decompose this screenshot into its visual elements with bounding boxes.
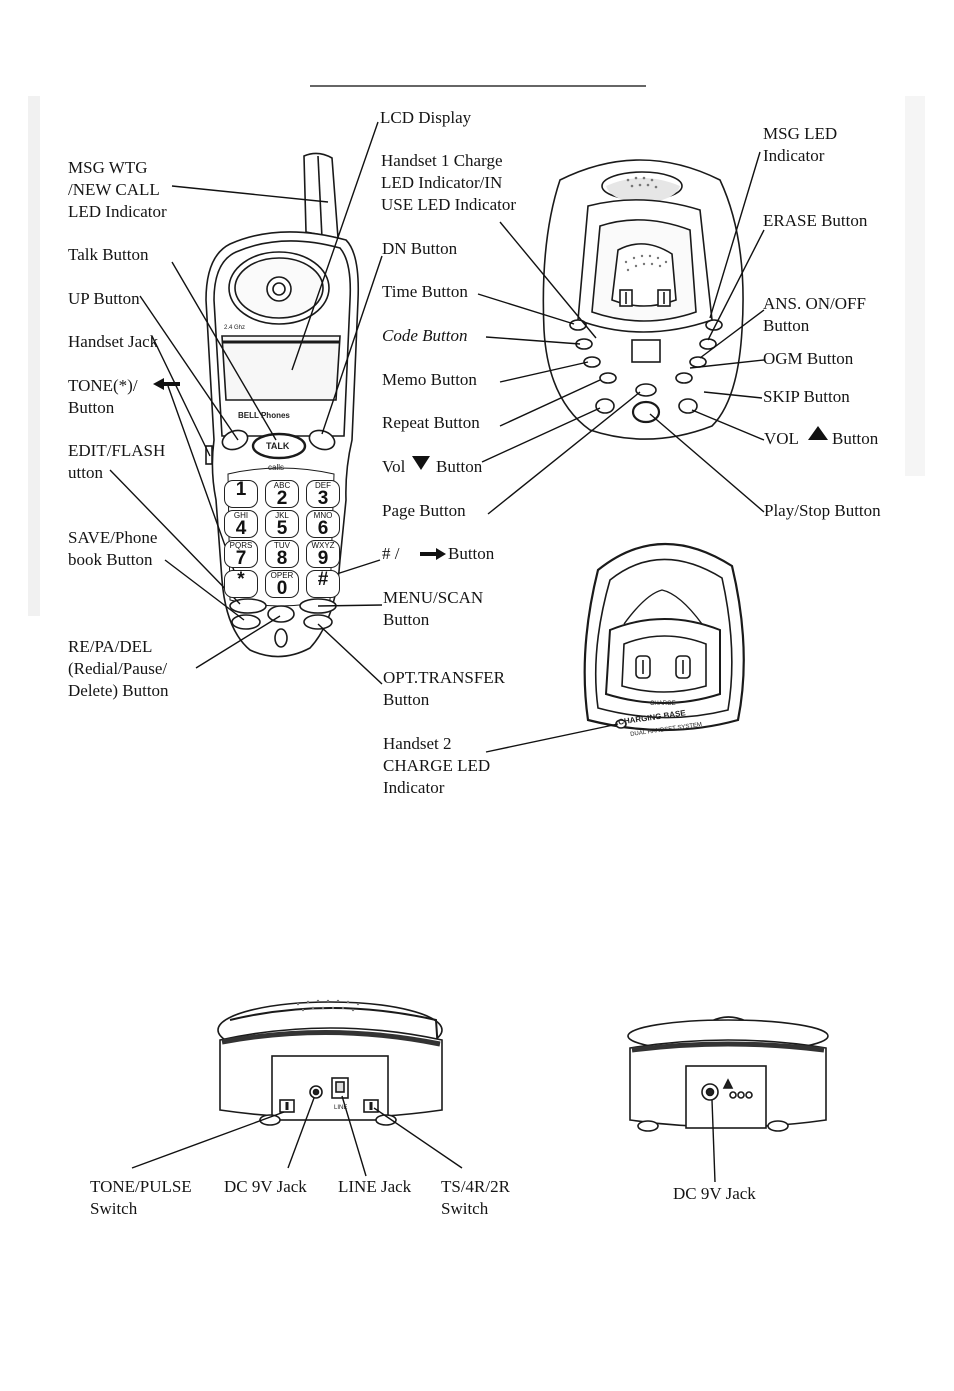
- charging-base-back: [627, 1016, 829, 1132]
- label-vol-down: Vol: [382, 457, 406, 476]
- right-arrow-icon: [420, 548, 446, 560]
- main-base: [542, 159, 744, 440]
- keypad-key-letters: DEF: [315, 481, 331, 490]
- keypad-key-number: 9: [317, 548, 329, 569]
- label-ts-switch: TS/4R/2R Switch: [441, 1177, 510, 1218]
- label-re-pa-del: RE/PA/DEL (Redial/Pause/ Delete) Button: [68, 637, 169, 700]
- charging-base: [583, 542, 745, 732]
- line-text: LINE: [334, 1105, 348, 1111]
- label-handset1-charge: Handset 1 Charge LED Indicator/IN USE LE…: [381, 151, 517, 214]
- keypad-key-number: 7: [235, 548, 247, 569]
- keypad-key-letters: OPER: [270, 571, 294, 580]
- label-up-button: UP Button: [68, 289, 140, 308]
- keypad-key-number: 2: [276, 488, 288, 509]
- keypad-key-letters: PQRS: [229, 541, 253, 550]
- keypad-key-number: 3: [317, 488, 329, 509]
- main-base-back: [217, 999, 443, 1126]
- keypad-key-number: 6: [317, 518, 329, 539]
- label-repeat-button: Repeat Button: [382, 413, 480, 432]
- label-time-button: Time Button: [382, 282, 468, 301]
- label-hash-button-b: Button: [448, 544, 495, 563]
- label-ans-onoff: ANS. ON/OFF Button: [763, 294, 866, 335]
- keypad-key-letters: JKL: [275, 511, 289, 520]
- brand-text: BELL Phones: [238, 411, 290, 420]
- keypad-key-number: 5: [276, 518, 288, 539]
- keypad-key: 1: [224, 480, 258, 508]
- label-vol-up: VOL: [764, 429, 799, 448]
- label-erase-button: ERASE Button: [763, 211, 868, 230]
- calls-text: calls: [268, 463, 285, 472]
- triangle-down-icon: [412, 456, 430, 470]
- keypad-key-number: 8: [276, 548, 288, 569]
- label-tone-button: TONE(*)/: [68, 376, 138, 395]
- triangle-up-icon: [808, 426, 828, 440]
- label-msg-led: MSG LED Indicator: [763, 124, 838, 165]
- freq-text: 2.4 Ghz: [224, 325, 246, 331]
- label-dn-button: DN Button: [382, 239, 458, 258]
- keypad-key-number: 1: [235, 479, 247, 500]
- label-save-phonebook: SAVE/Phone book Button: [68, 528, 158, 569]
- label-vol-down-b: Button: [436, 457, 483, 476]
- label-play-stop: Play/Stop Button: [764, 501, 881, 520]
- charge-text: CHARGE: [650, 701, 676, 707]
- label-msg-wtg: MSG WTG /NEW CALL LED Indicator: [68, 158, 167, 221]
- keypad-key-letters: GHI: [233, 511, 249, 520]
- label-code-button: Code Button: [382, 326, 468, 345]
- label-dc9v-jack: DC 9V Jack: [224, 1177, 307, 1196]
- arrow-icons: [153, 378, 828, 560]
- label-memo-button: Memo Button: [382, 370, 477, 389]
- label-vol-up-b: Button: [832, 429, 879, 448]
- keypad-key: *: [224, 570, 258, 598]
- label-skip-button: SKIP Button: [763, 387, 850, 406]
- label-handset-jack: Handset Jack: [68, 332, 159, 351]
- keypad-key-letters: ABC: [273, 481, 291, 490]
- label-tone-button-b: Button: [68, 398, 115, 417]
- label-talk-button: Talk Button: [68, 245, 149, 264]
- keypad-key-number: #: [317, 569, 329, 590]
- label-opt-transfer: OPT.TRANSFER Button: [383, 668, 506, 709]
- label-edit-flash: EDIT/FLASH utton: [68, 441, 166, 482]
- talk-key-text: TALK: [266, 441, 290, 451]
- label-dc9v-jack-2: DC 9V Jack: [673, 1184, 756, 1203]
- keypad-key-number: *: [237, 569, 245, 590]
- keypad-key: #: [306, 570, 340, 598]
- label-line-jack: LINE Jack: [338, 1177, 412, 1196]
- label-menu-scan: MENU/SCAN Button: [383, 588, 484, 629]
- label-lcd-display: LCD Display: [380, 108, 472, 127]
- left-arrow-icon: [153, 378, 180, 390]
- keypad-key-letters: MNO: [313, 511, 333, 520]
- keypad-key-number: 4: [235, 518, 247, 539]
- label-handset2-charge: Handset 2 CHARGE LED Indicator: [383, 734, 491, 797]
- label-ogm-button: OGM Button: [763, 349, 854, 368]
- keypad-key-letters: TUV: [274, 541, 290, 550]
- label-tone-pulse: TONE/PULSE Switch: [90, 1177, 192, 1218]
- label-page-button: Page Button: [382, 501, 466, 520]
- keypad-key-letters: WXYZ: [311, 541, 335, 550]
- keypad-key-number: 0: [276, 578, 288, 599]
- label-hash-button: # /: [382, 544, 400, 563]
